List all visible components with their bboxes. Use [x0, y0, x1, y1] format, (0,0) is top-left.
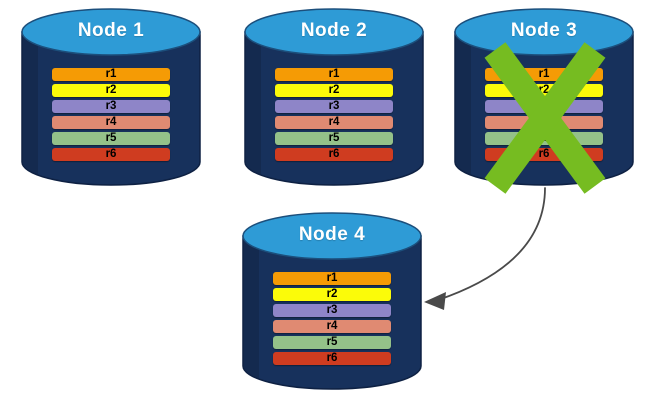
row-bar-r5[interactable]: r5 — [273, 336, 391, 349]
row-bar-r6[interactable]: r6 — [275, 148, 393, 161]
row-bar-r3[interactable]: r3 — [273, 304, 391, 317]
row-bar-r5[interactable]: r5 — [52, 132, 170, 145]
cylinder-top-face — [454, 8, 634, 56]
row-bar-r2[interactable]: r2 — [52, 84, 170, 97]
row-label-r2: r2 — [326, 288, 338, 300]
row-bar-r6[interactable]: r6 — [273, 352, 391, 365]
cylinder-top-face — [242, 212, 422, 260]
row-label-r3: r3 — [538, 100, 550, 112]
row-bar-r1[interactable]: r1 — [52, 68, 170, 81]
row-bar-r4[interactable]: r4 — [275, 116, 393, 129]
cylinder-top-face — [244, 8, 424, 56]
node-3-row-list: r1 r2 r3 r4 r5 r6 — [455, 68, 633, 161]
row-bar-r2[interactable]: r2 — [485, 84, 603, 97]
row-label-r2: r2 — [328, 84, 340, 96]
row-label-r4: r4 — [538, 116, 550, 128]
row-bar-r1[interactable]: r1 — [275, 68, 393, 81]
row-bar-r4[interactable]: r4 — [52, 116, 170, 129]
row-label-r2: r2 — [105, 84, 117, 96]
row-label-r1: r1 — [105, 68, 117, 80]
cylinder-top-face — [21, 8, 201, 56]
node-4-row-list: r1 r2 r3 r4 r5 r6 — [243, 272, 421, 365]
row-bar-r3[interactable]: r3 — [485, 100, 603, 113]
row-label-r2: r2 — [538, 84, 550, 96]
row-label-r1: r1 — [326, 272, 338, 284]
row-bar-r4[interactable]: r4 — [273, 320, 391, 333]
row-bar-r1[interactable]: r1 — [485, 68, 603, 81]
row-bar-r4[interactable]: r4 — [485, 116, 603, 129]
cylinder-side-shading — [245, 32, 261, 175]
row-label-r1: r1 — [538, 68, 550, 80]
row-label-r6: r6 — [326, 352, 338, 364]
row-label-r3: r3 — [328, 100, 340, 112]
row-bar-r5[interactable]: r5 — [485, 132, 603, 145]
row-label-r4: r4 — [328, 116, 340, 128]
row-label-r3: r3 — [105, 100, 117, 112]
node-1-row-list: r1 r2 r3 r4 r5 r6 — [22, 68, 200, 161]
row-bar-r3[interactable]: r3 — [275, 100, 393, 113]
row-bar-r3[interactable]: r3 — [52, 100, 170, 113]
node-2-row-list: r1 r2 r3 r4 r5 r6 — [245, 68, 423, 161]
row-label-r3: r3 — [326, 304, 338, 316]
row-bar-r2[interactable]: r2 — [273, 288, 391, 301]
row-label-r5: r5 — [538, 132, 550, 144]
row-bar-r6[interactable]: r6 — [485, 148, 603, 161]
row-label-r5: r5 — [326, 336, 338, 348]
row-bar-r2[interactable]: r2 — [275, 84, 393, 97]
row-label-r6: r6 — [105, 148, 117, 160]
row-label-r4: r4 — [326, 320, 338, 332]
row-bar-r1[interactable]: r1 — [273, 272, 391, 285]
row-label-r6: r6 — [328, 148, 340, 160]
cylinder-side-shading — [22, 32, 38, 175]
cylinder-side-shading — [243, 236, 259, 379]
row-bar-r5[interactable]: r5 — [275, 132, 393, 145]
row-label-r5: r5 — [328, 132, 340, 144]
row-label-r5: r5 — [105, 132, 117, 144]
row-label-r6: r6 — [538, 148, 550, 160]
row-label-r1: r1 — [328, 68, 340, 80]
row-bar-r6[interactable]: r6 — [52, 148, 170, 161]
row-label-r4: r4 — [105, 116, 117, 128]
cylinder-side-shading — [455, 32, 471, 175]
